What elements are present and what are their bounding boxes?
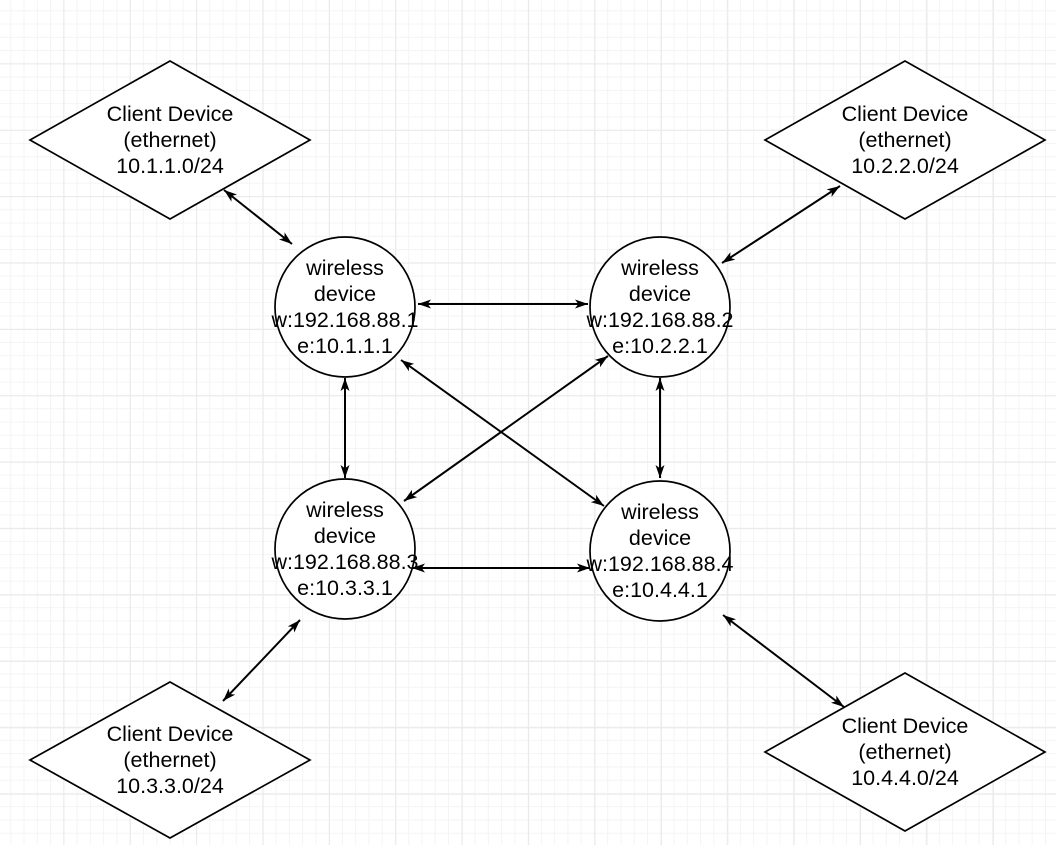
edge-client-tr-wireless-2[interactable] [721, 185, 841, 264]
client-device-diamond-top-left[interactable] [28, 60, 312, 220]
edge-client-tl-wireless-1[interactable] [223, 189, 293, 245]
edge-client-bl-wireless-3[interactable] [222, 619, 301, 702]
edge-wireless-2-wireless-3[interactable] [403, 355, 609, 502]
edge-client-br-wireless-4[interactable] [722, 614, 845, 708]
client-device-diamond-top-right[interactable] [763, 60, 1047, 220]
wireless-device-circle-2[interactable] [589, 236, 731, 378]
wireless-device-circle-3[interactable] [274, 478, 416, 620]
client-device-diamond-bottom-right[interactable] [763, 672, 1047, 832]
wireless-device-circle-1[interactable] [274, 236, 416, 378]
client-device-diamond-bottom-left[interactable] [28, 681, 312, 839]
edge-wireless-1-wireless-4[interactable] [400, 359, 605, 507]
wireless-device-circle-4[interactable] [589, 480, 731, 622]
